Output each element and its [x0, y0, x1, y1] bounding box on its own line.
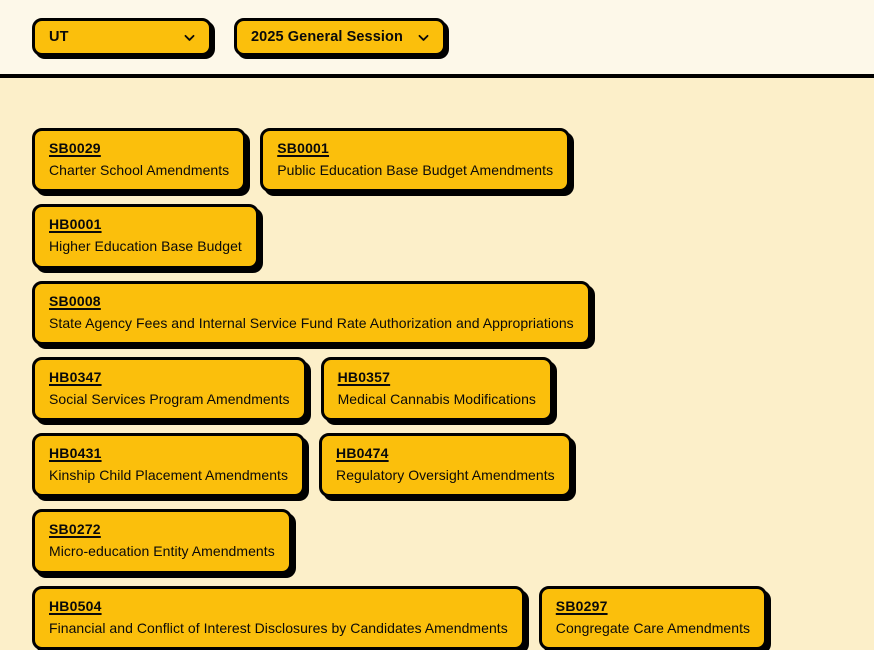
session-select-value: 2025 General Session [251, 28, 403, 45]
bill-title: Social Services Program Amendments [49, 390, 290, 407]
filter-bar: UT 2025 General Session [0, 0, 874, 78]
bill-title: Charter School Amendments [49, 162, 230, 178]
session-select[interactable]: 2025 General Session [234, 18, 446, 56]
bill-id-link[interactable]: HB0357 [337, 368, 391, 385]
state-select-value: UT [49, 28, 69, 45]
bill-title: Medical Cannabis Modifications [337, 390, 536, 407]
bill-title: Kinship Child Placement Amendments [49, 467, 289, 484]
bill-id-link[interactable]: SB0001 [277, 140, 330, 156]
bill-title: Regulatory Oversight Amendments [336, 467, 555, 484]
chevron-down-icon [417, 31, 430, 44]
bill-id-link[interactable]: SB0297 [555, 597, 608, 614]
bill-title: State Agency Fees and Internal Service F… [49, 314, 574, 331]
bill-title: Congregate Care Amendments [555, 619, 751, 636]
chevron-down-icon [183, 31, 196, 44]
bill-id-link[interactable]: HB0474 [336, 445, 389, 462]
bill-title: Micro-education Entity Amendments [49, 543, 275, 560]
bill-id-link[interactable]: HB0431 [49, 445, 102, 462]
bill-title: Public Education Base Budget Amendments [277, 162, 554, 178]
bill-id-link[interactable]: HB0347 [49, 368, 102, 385]
bill-id-link[interactable]: SB0008 [49, 292, 101, 309]
bill-id-link[interactable]: HB0504 [49, 597, 102, 614]
state-select[interactable]: UT [32, 18, 212, 56]
bill-title: Higher Education Base Budget [49, 238, 242, 255]
bill-id-link[interactable]: SB0029 [49, 140, 101, 156]
bill-id-link[interactable]: HB0001 [49, 216, 102, 233]
bill-title: Financial and Conflict of Interest Discl… [49, 619, 508, 636]
bill-id-link[interactable]: SB0272 [49, 521, 101, 538]
